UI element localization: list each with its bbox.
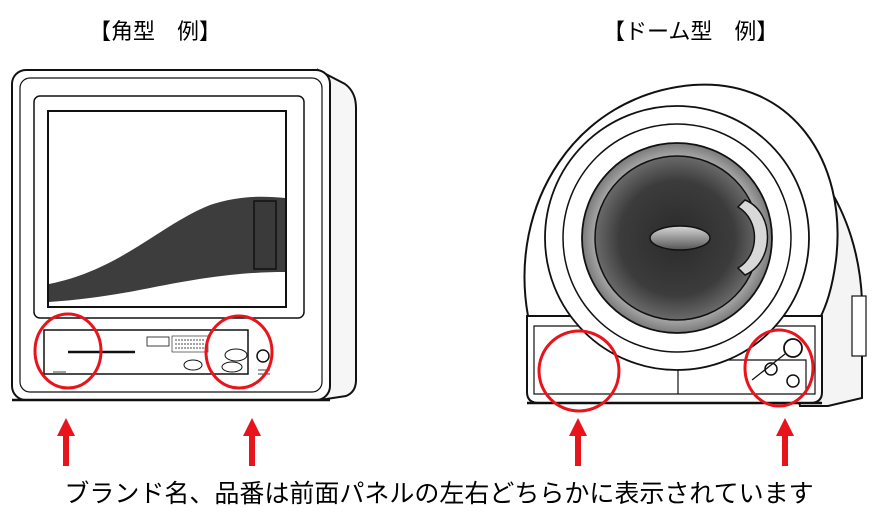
dome-type-label: 【ドーム型 例】	[603, 20, 779, 45]
dome-dryer	[523, 83, 867, 407]
square-dryer	[11, 68, 357, 402]
arrow-up-2	[243, 418, 261, 466]
highlight-circle-dome-right	[743, 328, 815, 408]
caption: ブランド名、品番は前面パネルの左右どちらかに表示されています	[64, 479, 814, 508]
square-type-label: 【角型 例】	[89, 20, 222, 45]
arrow-up-3	[569, 418, 587, 466]
arrow-up-1	[57, 418, 75, 466]
arrow-up-4	[776, 418, 794, 466]
highlight-circle-square-right	[204, 314, 274, 390]
highlight-circle-square-left	[33, 312, 103, 390]
highlight-circle-dome-left	[537, 329, 621, 413]
